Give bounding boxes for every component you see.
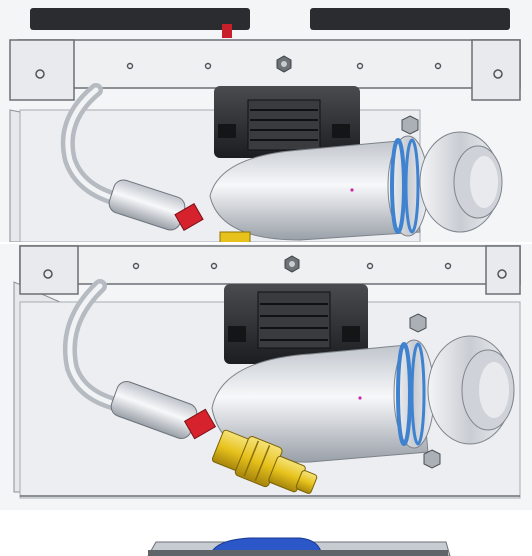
hex-nut-icon [276,55,292,73]
mounting-frame [17,39,521,89]
coupling-ring-blue [390,138,406,234]
top-rail-left [30,8,250,30]
assembly-view-before [0,0,532,242]
assembly-illustration-bottom [0,510,532,556]
assembly-illustration-before [0,0,532,242]
quick-connect-fitting-icon [211,429,318,494]
pump-housing [214,86,360,158]
top-red-clip [222,24,232,38]
top-rail-right [310,8,510,30]
assembly-view-bottom [0,510,532,556]
assembly-view-after [0,242,532,510]
assembly-illustration-after [0,242,532,510]
hex-nut-icon [401,115,419,135]
hex-nut-icon [423,449,441,469]
pump-housing [224,284,368,364]
hex-nut-icon [284,255,300,273]
ball-valve-icon [108,179,204,231]
ball-valve-icon [110,381,217,440]
hex-nut-icon [409,313,427,333]
coupling-ring-blue [396,342,412,446]
quick-connect-fitting-icon [219,231,251,242]
